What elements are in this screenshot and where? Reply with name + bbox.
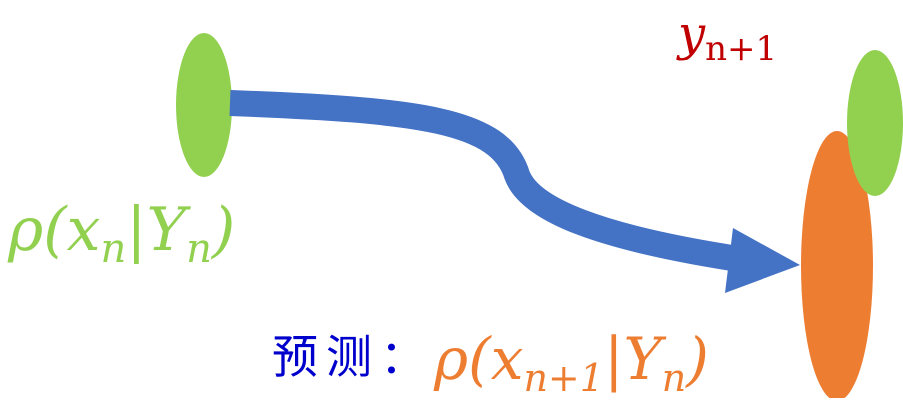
prediction-label-formula: ρ(xn+1|Yn) (434, 325, 709, 397)
measurement-ellipse (847, 50, 903, 196)
prediction-formula-suffix: ) (686, 325, 709, 393)
measurement-label-subscript: n+1 (705, 29, 778, 69)
prediction-formula-prefix: ρ(x (434, 325, 524, 393)
prediction-arrow-body (229, 90, 747, 273)
posterior-label-sub1: n (100, 226, 127, 272)
prediction-formula-sub1: n+1 (523, 356, 604, 400)
posterior-label-suffix: ) (211, 195, 236, 265)
prediction-arrow-head (725, 228, 800, 293)
measurement-label-base: y (678, 6, 706, 62)
posterior-ellipse-n (176, 33, 232, 177)
prediction-formula-mid: |Y (603, 325, 662, 393)
prediction-ellipse (801, 131, 873, 398)
posterior-label-mid: |Y (126, 195, 187, 265)
posterior-label-prefix: ρ(x (8, 195, 101, 265)
measurement-label: yn+1 (678, 10, 777, 66)
posterior-label-sub2: n (186, 226, 212, 272)
prediction-label-prefix: 预测： (272, 330, 434, 384)
posterior-label: ρ(xn|Yn) (8, 200, 235, 269)
prediction-formula-sub2: n (661, 356, 687, 400)
prediction-label: 预测：ρ(xn+1|Yn) (272, 330, 709, 397)
